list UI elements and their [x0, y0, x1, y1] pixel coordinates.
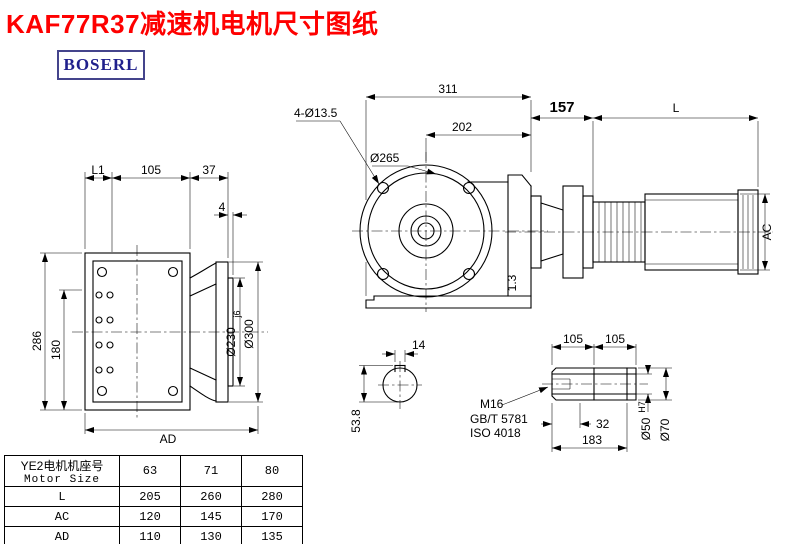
- gearbox-side-view: L1 105 37 4 286 180 AD Ø230 j6: [30, 163, 268, 446]
- page-title: KAF77R37减速机电机尺寸图纸: [6, 9, 379, 39]
- dim-311-label: 311: [438, 82, 457, 96]
- cell-AD-80: 135: [241, 526, 303, 544]
- dim-bolt-holes-label: 4-Ø13.5: [294, 106, 338, 120]
- thread-M16-label: M16: [480, 397, 504, 411]
- dim-157-label: 157: [549, 99, 574, 116]
- dim-l1-label: L1: [91, 163, 105, 177]
- table-size-71: 71: [180, 455, 242, 487]
- cell-AD-63: 110: [119, 526, 181, 544]
- dim-105b-label: 105: [605, 332, 625, 346]
- dim-d300-label: Ø300: [242, 319, 256, 349]
- table-size-80: 80: [241, 455, 303, 487]
- dim-d70-label: Ø70: [658, 418, 672, 441]
- dim-14-label: 14: [412, 338, 426, 352]
- dim-L-label: L: [673, 101, 680, 115]
- row-label-AC: AC: [4, 506, 120, 527]
- cell-AC-80: 170: [241, 506, 303, 527]
- cell-L-63: 205: [119, 486, 181, 507]
- boserl-logo: BOSERL: [57, 50, 145, 80]
- cell-L-71: 260: [180, 486, 242, 507]
- row-label-AD: AD: [4, 526, 120, 544]
- cell-AD-71: 130: [180, 526, 242, 544]
- dim-105a-label: 105: [563, 332, 583, 346]
- table-header-en: Motor Size: [23, 473, 100, 486]
- cell-AC-63: 120: [119, 506, 181, 527]
- dim-53-8-label: 53.8: [349, 409, 363, 433]
- dim-4-label: 4: [219, 200, 226, 214]
- table-header-cell: YE2电机机座号 Motor Size: [4, 455, 120, 487]
- standard-gbt-label: GB/T 5781: [470, 412, 528, 426]
- table-header-cn: YE2电机机座号: [20, 458, 104, 473]
- dim-d50-tolerance: H7: [637, 401, 647, 413]
- dim-d265-label: Ø265: [370, 151, 400, 165]
- table-row-L: L 205 260 280: [4, 486, 303, 507]
- dim-d230-label: Ø230: [224, 327, 238, 357]
- standard-iso-label: ISO 4018: [470, 426, 521, 440]
- dim-1-3-label: 1.3: [505, 274, 519, 291]
- motor-size-table: YE2电机机座号 Motor Size 63 71 80 L 205 260 2…: [4, 455, 303, 544]
- dim-37-label: 37: [202, 163, 216, 177]
- dim-105-label: 105: [141, 163, 161, 177]
- row-label-L: L: [4, 486, 120, 507]
- shaft-cross-section: 14 53.8: [349, 338, 426, 433]
- dim-AC-label: AC: [760, 223, 774, 240]
- dim-286-label: 286: [30, 331, 44, 351]
- dim-32-label: 32: [596, 417, 610, 431]
- table-row-AD: AD 110 130 135: [4, 526, 303, 544]
- hollow-shaft-view: 105 105 M16 GB/T 5781 ISO 4018 32 183: [470, 332, 672, 452]
- gearbox-front-view: 311 202 4-Ø13.5 Ø265 1.3: [294, 82, 548, 312]
- dim-ad-label: AD: [160, 432, 177, 446]
- dim-202-label: 202: [452, 120, 472, 134]
- dim-d50-label: Ø50: [639, 417, 653, 440]
- cell-L-80: 280: [241, 486, 303, 507]
- dim-183-label: 183: [582, 433, 602, 447]
- table-row-AC: AC 120 145 170: [4, 506, 303, 527]
- cell-AC-71: 145: [180, 506, 242, 527]
- motor-view: 157 L AC: [505, 99, 774, 279]
- table-size-63: 63: [119, 455, 181, 487]
- dim-180-label: 180: [49, 340, 63, 360]
- dim-d230-tolerance: j6: [232, 310, 242, 318]
